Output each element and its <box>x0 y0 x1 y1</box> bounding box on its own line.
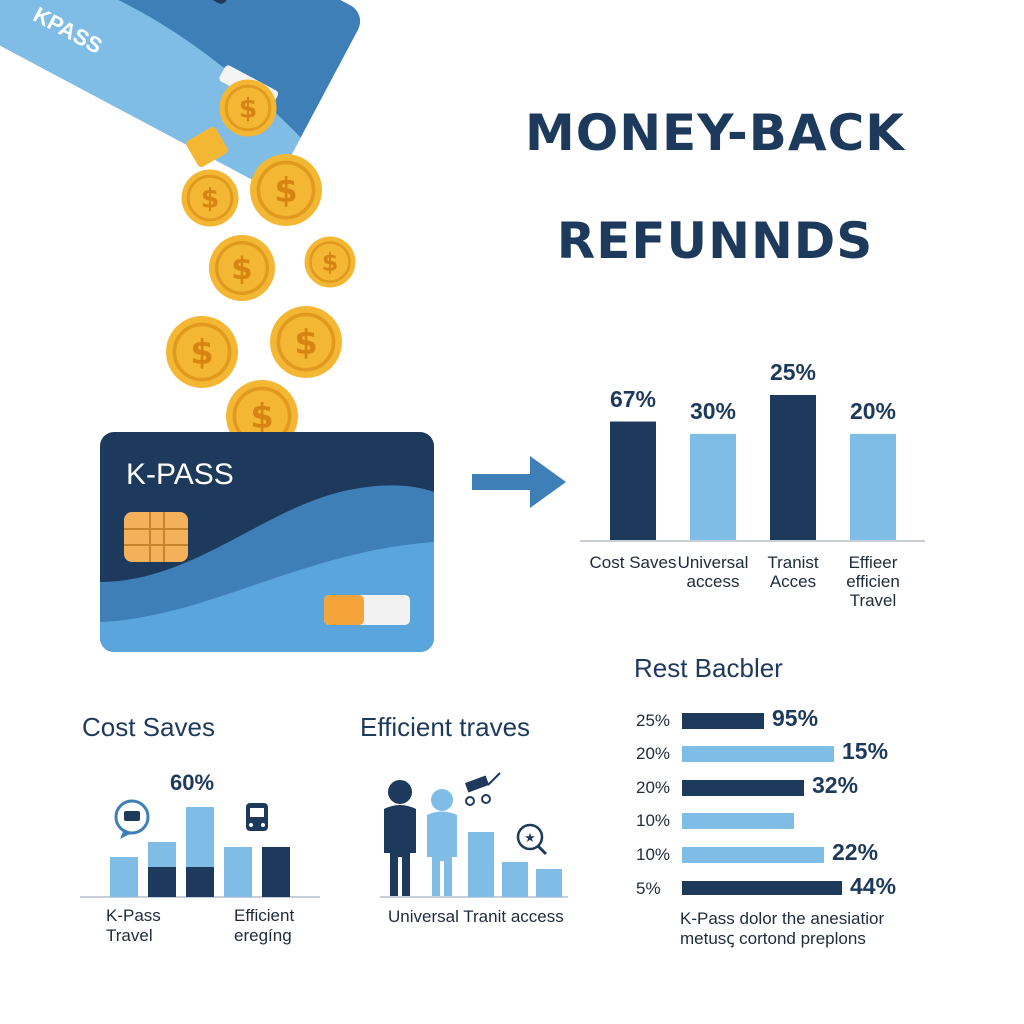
chart3-bar-dark <box>186 867 214 897</box>
chart3-bar-light <box>110 857 138 897</box>
coin-icon <box>248 152 324 228</box>
bus-icon <box>246 803 268 831</box>
chart2-bar <box>682 713 764 729</box>
chart1-value-label: 20% <box>849 397 897 424</box>
stroller-icon <box>464 772 501 806</box>
chart3-bar-light <box>224 847 252 897</box>
speech-bubble-icon <box>114 799 150 839</box>
card-chip-icon <box>124 512 188 562</box>
coin-icon <box>207 233 277 303</box>
chart4-bar <box>468 832 494 897</box>
chart2-category-label: 5% <box>636 879 661 898</box>
chart4-bar <box>536 869 562 897</box>
cost-saves-x-label-1: K-Pass Travel <box>106 906 161 945</box>
chart1-value-label: 25% <box>769 359 817 385</box>
efficient-title: Efficient traves <box>360 712 531 742</box>
chart3-bar-dark <box>148 867 176 897</box>
chart1-value-label: 67% <box>609 385 657 412</box>
rest-chart-title: Rest Bacbler <box>634 653 783 683</box>
chart2-category-label: 10% <box>636 811 671 830</box>
coin-icon <box>218 78 278 138</box>
rest-horizontal-bar-chart <box>682 713 842 895</box>
benefits-bar-chart <box>580 395 925 542</box>
cost-saves-annotation: 60% <box>170 770 215 795</box>
chart2-bar <box>682 780 804 796</box>
efficient-chart: ★ <box>380 772 568 898</box>
person-icon <box>427 789 457 897</box>
cost-saves-title: Cost Saves <box>82 712 215 742</box>
footnote-line-2: metusꞔ cortond preplons <box>680 929 866 948</box>
chart2-value-label: 95% <box>772 705 819 731</box>
efficient-x-label: Universal Tranit access <box>388 907 564 926</box>
cost-saves-chart <box>80 799 320 898</box>
coin-icon <box>164 314 240 390</box>
arrow-right-icon <box>472 456 566 508</box>
chart2-value-label: 22% <box>832 839 879 865</box>
chart1-category-label: Universal access <box>677 553 749 591</box>
cost-saves-x-label-2: Efficient eregíng <box>234 906 295 945</box>
chart2-value-label: 32% <box>812 772 859 798</box>
coin-icon <box>268 304 344 380</box>
coin-icon <box>303 235 357 289</box>
kpass-card <box>100 432 434 652</box>
person-icon <box>384 780 416 897</box>
chart1-bar <box>850 433 896 540</box>
chart3-bar-dark <box>262 847 290 897</box>
chart2-bar <box>682 746 834 762</box>
chip-icon <box>186 126 228 168</box>
chart2-category-label: 20% <box>636 744 671 763</box>
chart1-bar <box>610 421 656 540</box>
svg-text:★: ★ <box>524 831 536 846</box>
chart2-bar <box>682 847 824 863</box>
coin-icon <box>180 168 240 228</box>
chart2-category-label: 10% <box>636 845 671 864</box>
chart1-bar <box>770 395 816 540</box>
falling-coins: $ <box>164 78 357 440</box>
chart2-bar <box>682 813 794 829</box>
star-search-icon: ★ <box>516 823 548 856</box>
chart3-bar-light <box>186 807 214 867</box>
chart3-bar-light <box>148 842 176 867</box>
chart1-category-label: Tranist Acces <box>767 553 819 591</box>
chart1-value-label: 30% <box>689 397 737 424</box>
chart1-category-label: Effieer efficien Travel <box>846 553 900 610</box>
chart2-value-label: 44% <box>850 873 897 899</box>
chart2-category-label: 25% <box>636 711 671 730</box>
footnote-line-1: K-Pass dolor the anesiatior <box>680 909 885 928</box>
chart2-value-label: 15% <box>842 738 889 764</box>
headline-line-1: MONEY-BACK <box>524 104 906 162</box>
headline-line-2: REFUNNDS <box>556 212 874 270</box>
card-brand: K-PASS <box>126 458 234 491</box>
chart2-category-label: 20% <box>636 778 671 797</box>
chart2-bar <box>682 881 842 895</box>
coin-icon <box>224 378 300 440</box>
chart1-category-label: Cost Saves <box>589 553 677 572</box>
chart1-bar <box>690 433 736 540</box>
chart4-bar <box>502 862 528 897</box>
